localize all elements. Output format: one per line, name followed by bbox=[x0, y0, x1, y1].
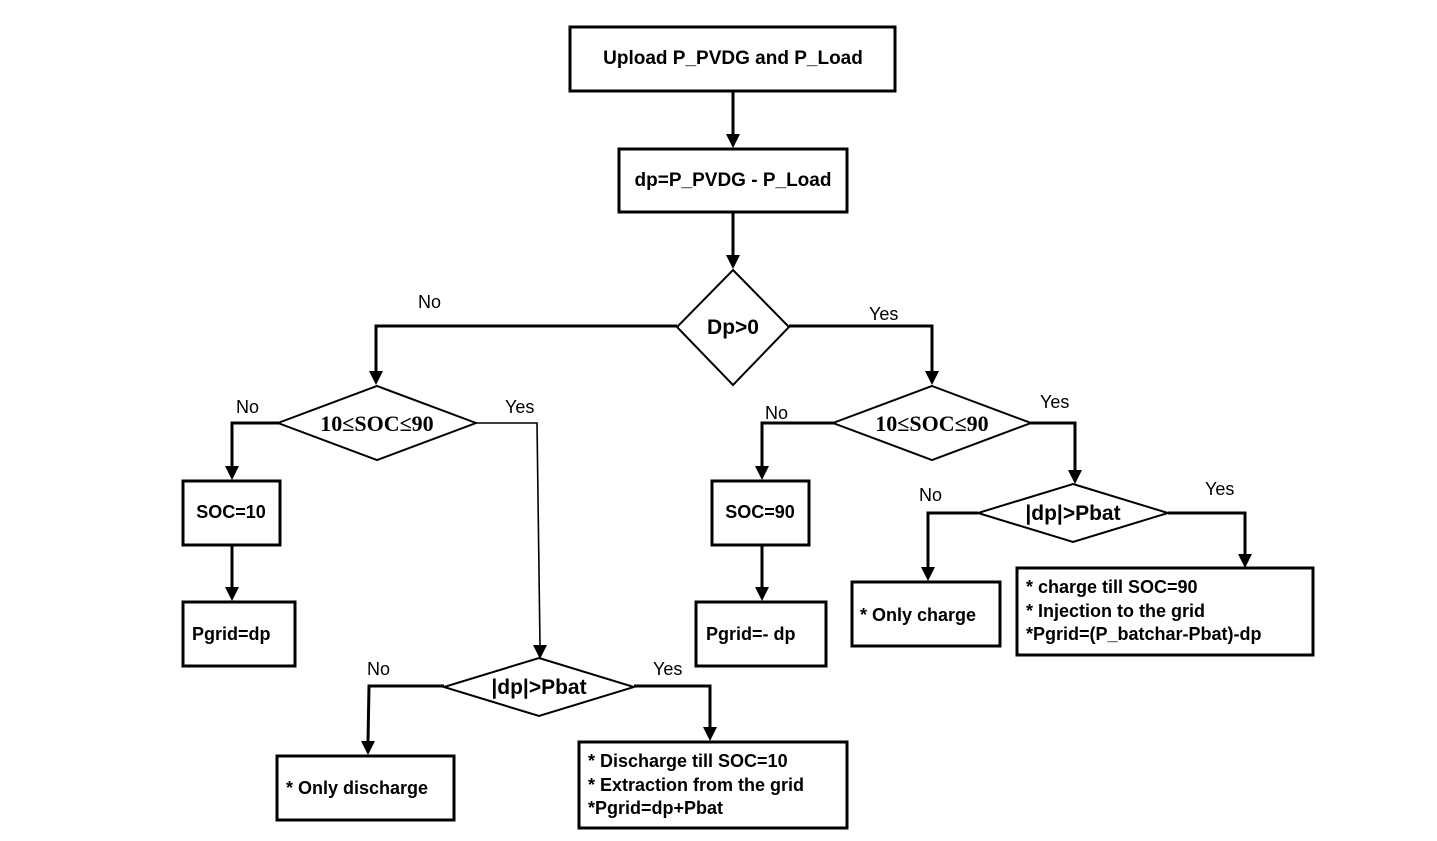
charge-line-2: * Injection to the grid bbox=[1026, 601, 1205, 621]
soc90-box: SOC=90 bbox=[710, 479, 811, 547]
upload-box: Upload P_PVDG and P_Load bbox=[568, 25, 897, 93]
soc10-box: SOC=10 bbox=[181, 479, 282, 547]
soc-range-decision-right: 10≤SOC≤90 bbox=[830, 384, 1034, 462]
only-discharge-label: * Only discharge bbox=[286, 778, 428, 798]
only-charge-label: * Only charge bbox=[860, 605, 976, 625]
discharge-line-1: * Discharge till SOC=10 bbox=[588, 751, 788, 771]
label-no-soc-right: No bbox=[765, 403, 788, 423]
pgrid-dp-label: Pgrid=dp bbox=[192, 624, 271, 644]
connectors bbox=[230, 91, 1247, 743]
label-no-dp: No bbox=[418, 292, 441, 312]
branch-labels: No Yes No Yes No Yes No Yes No Yes bbox=[236, 292, 1234, 679]
soc90-label: SOC=90 bbox=[725, 502, 795, 522]
label-no-pbat-right: No bbox=[919, 485, 942, 505]
soc-range-label-left: 10≤SOC≤90 bbox=[320, 411, 433, 436]
charge-line-1: * charge till SOC=90 bbox=[1026, 577, 1198, 597]
dp-positive-label: Dp>0 bbox=[707, 316, 759, 339]
soc-range-decision-left: 10≤SOC≤90 bbox=[275, 384, 479, 462]
soc10-label: SOC=10 bbox=[196, 502, 266, 522]
label-yes-soc-right: Yes bbox=[1040, 392, 1069, 412]
charge-box: * charge till SOC=90 * Injection to the … bbox=[1015, 566, 1315, 657]
label-yes-pbat-right: Yes bbox=[1205, 479, 1234, 499]
discharge-line-2: * Extraction from the grid bbox=[588, 775, 804, 795]
dp-pbat-decision-left: |dp|>Pbat bbox=[440, 656, 638, 718]
pgrid-neg-dp-box: Pgrid=- dp bbox=[694, 600, 828, 668]
label-yes-soc-left: Yes bbox=[505, 397, 534, 417]
pgrid-dp-box: Pgrid=dp bbox=[181, 600, 297, 668]
label-yes-pbat-left: Yes bbox=[653, 659, 682, 679]
arrowheads bbox=[225, 134, 1252, 755]
discharge-box: * Discharge till SOC=10 * Extraction fro… bbox=[577, 740, 849, 830]
upload-label: Upload P_PVDG and P_Load bbox=[603, 48, 863, 69]
dp-positive-decision: Dp>0 bbox=[675, 268, 791, 387]
dp-pbat-label-right: |dp|>Pbat bbox=[1025, 502, 1120, 525]
only-charge-box: * Only charge bbox=[850, 580, 1002, 648]
label-no-pbat-left: No bbox=[367, 659, 390, 679]
dp-pbat-label-left: |dp|>Pbat bbox=[491, 676, 586, 699]
soc-range-label-right: 10≤SOC≤90 bbox=[875, 411, 988, 436]
charge-line-3: *Pgrid=(P_batchar-Pbat)-dp bbox=[1026, 624, 1262, 644]
label-yes-dp: Yes bbox=[869, 304, 898, 324]
dp-calc-label: dp=P_PVDG - P_Load bbox=[635, 170, 832, 191]
pgrid-neg-dp-label: Pgrid=- dp bbox=[706, 624, 796, 644]
discharge-line-3: *Pgrid=dp+Pbat bbox=[588, 798, 723, 818]
dp-pbat-decision-right: |dp|>Pbat bbox=[974, 482, 1172, 544]
label-no-soc-left: No bbox=[236, 397, 259, 417]
dp-calc-box: dp=P_PVDG - P_Load bbox=[617, 147, 849, 214]
only-discharge-box: * Only discharge bbox=[275, 754, 456, 822]
